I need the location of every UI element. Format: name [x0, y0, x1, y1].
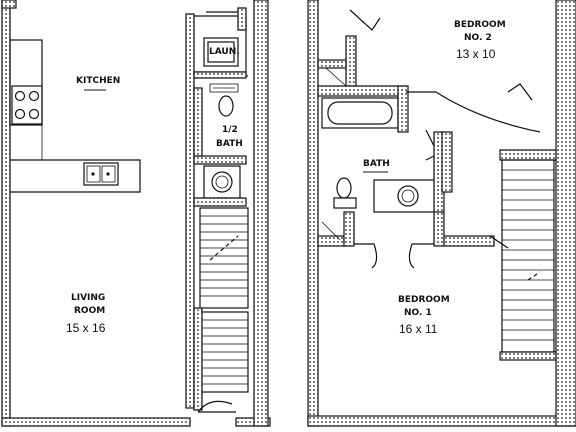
entry-door [197, 400, 236, 413]
laundry [193, 7, 248, 79]
bedroom2-label-2: NO. 2 [464, 33, 492, 43]
partition-wall [185, 13, 195, 409]
bedroom1-label-2: NO. 1 [404, 308, 432, 318]
bedroom1-label-1: BEDROOM [398, 295, 450, 305]
closet-wall-3 [499, 149, 557, 161]
kitchen-counter-left [9, 39, 43, 126]
kitchen-sink [83, 162, 119, 186]
closet-wall-2 [441, 131, 453, 193]
bedroom2-label-1: BEDROOM [454, 20, 506, 30]
wall-right-2 [555, 0, 576, 427]
kitchen-peninsula [10, 159, 141, 193]
half-bath-label-2: BATH [216, 139, 243, 149]
kitchen-label: KITCHEN [76, 76, 120, 86]
wall-bottom-left [1, 417, 191, 427]
second-floor [307, 0, 576, 427]
wall-left [1, 0, 11, 427]
first-floor [1, 0, 271, 427]
half-bath-label-1: 1/2 [222, 125, 238, 135]
half-bath [193, 83, 247, 207]
wall-right [253, 0, 269, 427]
stairs-second-floor [499, 159, 557, 361]
living-room-label-2: ROOM [74, 306, 105, 316]
bedroom2-door [406, 91, 541, 133]
bath-fixtures [333, 129, 445, 213]
living-room-label-1: LIVING [71, 293, 105, 303]
laundry-label: LAUN. [209, 47, 240, 57]
bath-label: BATH [363, 159, 390, 169]
bathtub [317, 85, 409, 133]
hall-walls [317, 211, 509, 269]
wall-top [1, 0, 17, 9]
stove [11, 85, 43, 125]
bedroom2-size: 13 x 10 [456, 47, 496, 61]
bedroom1-size: 16 x 11 [399, 322, 438, 336]
wall-bottom-right [235, 417, 271, 427]
stairs-first-floor [193, 207, 249, 411]
wall-bottom-2 [307, 415, 576, 427]
wall-left-2 [307, 0, 319, 427]
living-room-size: 15 x 16 [66, 321, 106, 335]
closet-upper [317, 9, 381, 87]
